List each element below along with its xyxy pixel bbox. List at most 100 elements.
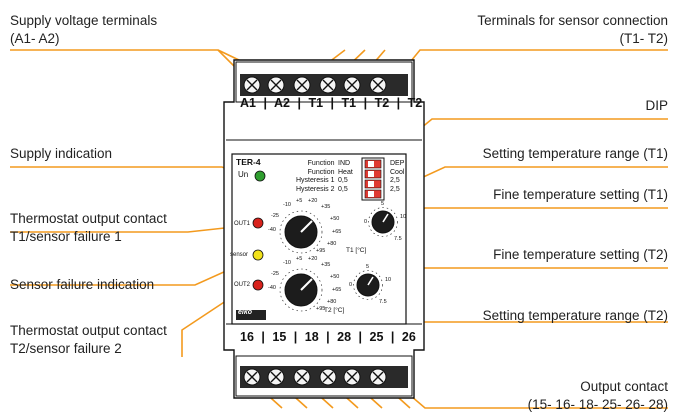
function-left-value: 0,5 — [338, 185, 348, 193]
function-row-name: Hysteresis 2 — [296, 185, 335, 193]
screw-icon — [343, 76, 361, 94]
scale-tick: -40 — [268, 227, 276, 233]
fine-tick: 10 — [385, 277, 392, 283]
label-fine-setting-t1: Fine temperature setting (T1) — [493, 187, 668, 202]
label-supply-indication: Supply indication — [10, 146, 113, 161]
scale-tick: -40 — [268, 285, 276, 291]
scale-tick: +95 — [316, 248, 326, 254]
scale-tick: +65 — [332, 229, 342, 235]
function-left-value: Heat — [338, 168, 353, 176]
label-sensor-terminals: Terminals for sensor connection (T1- T2) — [477, 12, 668, 48]
scale-tick: +95 — [316, 306, 326, 312]
function-names: Function Function Hysteresis 1 Hysteresi… — [296, 160, 335, 194]
led-out1-label: OUT1 — [234, 221, 251, 227]
terminal-label: 18 — [304, 330, 319, 344]
fine-tick: 10 — [400, 214, 407, 220]
function-right-value: 2,5 — [390, 177, 400, 184]
top-terminal-labels: A1 | A2 | T1 | T1 | T2 | T2 — [240, 96, 423, 110]
scale-tick: +20 — [308, 256, 318, 262]
led-sensor-yellow — [252, 249, 264, 261]
terminal-label: 15 — [272, 330, 287, 344]
leader-fine-t1 — [397, 207, 668, 226]
dip-switch — [361, 157, 385, 201]
led-sensor-label: sensor — [230, 252, 249, 258]
label-line: Supply voltage terminals — [10, 13, 158, 28]
fine-tick: 7.5 — [379, 299, 387, 305]
led-supply-green — [254, 170, 266, 182]
label-output-contact-1: Thermostat output contact T1/sensor fail… — [10, 210, 167, 246]
top-screws — [243, 76, 387, 94]
scale-tick: +50 — [330, 274, 340, 280]
label-sensor-failure: Sensor failure indication — [10, 277, 155, 292]
scale-tick: +5 — [296, 198, 303, 204]
function-left-value: IND — [338, 160, 351, 167]
screw-icon — [267, 76, 285, 94]
range-dial-t2 — [279, 268, 323, 312]
leader-sensor-terminals — [401, 49, 668, 73]
screw-icon — [243, 76, 261, 94]
terminal-label: 28 — [337, 330, 352, 344]
leader-supply-terminals — [10, 49, 241, 73]
fine-tick: 0 — [364, 219, 368, 225]
scale-tick: +5 — [296, 256, 303, 262]
screw-icon — [319, 368, 337, 386]
scale-tick: -25 — [271, 213, 279, 219]
function-right-value: 2,5 — [390, 185, 400, 193]
label-setting-range-t1: Setting temperature range (T1) — [482, 146, 668, 161]
model-name: TER-4 — [236, 157, 261, 167]
label-line: Output contact — [580, 379, 668, 394]
function-row-name: Function — [307, 160, 335, 167]
fine-dial-t2 — [353, 270, 383, 300]
screw-icon — [293, 368, 311, 386]
function-left-value: 0,5 — [338, 177, 348, 184]
label-line: T2/sensor failure 2 — [10, 341, 122, 356]
function-right-values: DEP Cool 2,5 2,5 — [390, 160, 404, 194]
label-output-contact: Output contact (15- 16- 18- 25- 26- 28) — [528, 378, 668, 414]
label-line: Terminals for sensor connection — [477, 13, 668, 28]
fine-tick: 7.5 — [394, 236, 402, 242]
device-drawing — [223, 59, 425, 399]
label-line: (15- 16- 18- 25- 26- 28) — [527, 397, 668, 412]
bottom-screws — [243, 368, 387, 386]
bottom-terminal-labels: 16 | 15 | 18 | 28 | 25 | 26 — [240, 330, 416, 344]
label-line: T1/sensor failure 1 — [10, 229, 122, 244]
fine-tick: 0 — [349, 282, 353, 288]
label-line: (A1- A2) — [10, 31, 60, 46]
terminal-label: 26 — [401, 330, 416, 344]
function-row-name: Function — [307, 168, 335, 176]
label-dip: DIP — [645, 98, 668, 113]
label-supply-terminals: Supply voltage terminals (A1- A2) — [10, 12, 157, 48]
label-setting-range-t2: Setting temperature range (T2) — [482, 308, 668, 323]
t2-unit-label: T2 [°C] — [324, 307, 345, 314]
fine-tick: 5 — [381, 201, 385, 207]
brand-logo-box — [236, 310, 266, 320]
label-output-contact-2: Thermostat output contact T2/sensor fail… — [10, 322, 167, 358]
screw-icon — [319, 76, 337, 94]
scale-tick: +20 — [308, 198, 318, 204]
terminal-label: A1 — [240, 96, 256, 110]
scale-tick: -10 — [283, 202, 291, 208]
range-dial-t1 — [279, 210, 323, 254]
screw-icon — [343, 368, 361, 386]
scale-tick: -10 — [283, 260, 291, 266]
terminal-label: T1 — [308, 96, 324, 110]
screw-icon — [293, 76, 311, 94]
terminal-label: T2 — [407, 96, 423, 110]
supply-symbol: Un — [238, 170, 249, 179]
label-line: Thermostat output contact — [10, 323, 167, 338]
fine-dial-t1 — [368, 207, 398, 237]
brand-logo: elko — [238, 309, 253, 316]
scale-tick: +65 — [332, 287, 342, 293]
scale-tick: +80 — [327, 241, 337, 247]
led-out1-red — [252, 217, 264, 229]
scale-tick: +35 — [321, 262, 331, 268]
terminal-label: A2 — [273, 96, 290, 110]
terminal-label: 25 — [369, 330, 384, 344]
screw-icon — [267, 368, 285, 386]
scale-tick: -25 — [271, 271, 279, 277]
function-right-value: DEP — [390, 160, 405, 167]
label-fine-setting-t2: Fine temperature setting (T2) — [493, 247, 668, 262]
scale-tick: +35 — [321, 204, 331, 210]
led-out2-red — [252, 279, 264, 291]
screw-icon — [369, 368, 387, 386]
